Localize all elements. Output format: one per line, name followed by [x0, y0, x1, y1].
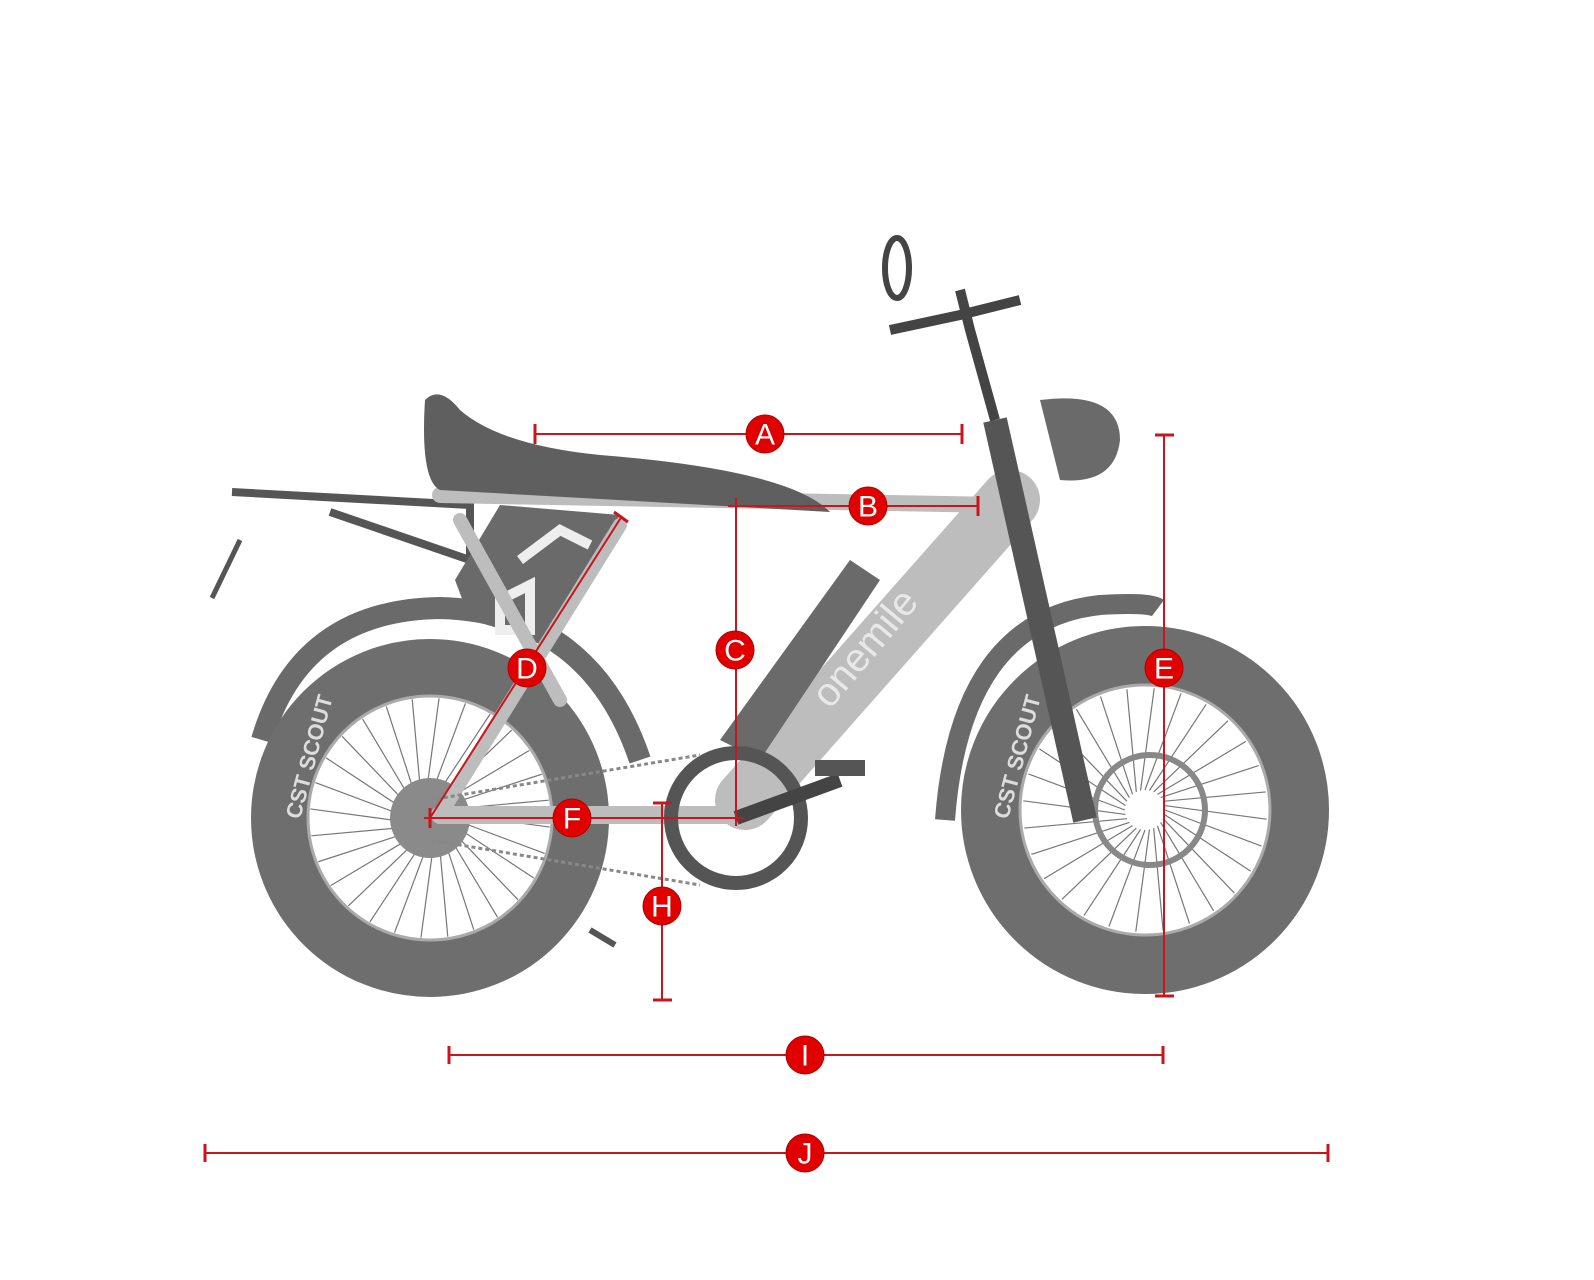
- chain: [429, 753, 701, 887]
- svg-text:I: I: [801, 1040, 809, 1073]
- mirror: [882, 235, 912, 301]
- pedal: [815, 760, 865, 776]
- spoke: [1164, 804, 1267, 820]
- down-tube: [715, 470, 1040, 830]
- spoke: [1157, 740, 1247, 795]
- hexagon-logo: [495, 524, 593, 635]
- dimension-j: J: [203, 1133, 1330, 1173]
- spoke: [1164, 813, 1251, 872]
- svg-text:D: D: [516, 653, 538, 686]
- spoke: [1139, 688, 1155, 791]
- rear-fender: [251, 596, 651, 764]
- dimension-d: D: [429, 510, 629, 819]
- dimension-lines: A B C D E F H: [203, 414, 1330, 1173]
- svg-text:E: E: [1154, 653, 1174, 686]
- spoke: [1061, 827, 1137, 900]
- crank-arm: [733, 773, 843, 825]
- dimension-e: E: [1144, 433, 1184, 998]
- label-j-badge: J: [785, 1133, 825, 1173]
- spoke: [1156, 825, 1191, 924]
- spoke: [1043, 825, 1133, 880]
- dimension-c: C: [715, 498, 755, 826]
- spoke: [1162, 818, 1235, 894]
- label-f-badge: F: [552, 798, 592, 838]
- spoke: [1108, 829, 1146, 927]
- label-h-badge: H: [642, 886, 682, 926]
- spoke: [1083, 829, 1142, 916]
- rear-rack: [231, 488, 474, 566]
- spoke: [1126, 689, 1137, 793]
- dimension-h: H: [642, 801, 682, 1002]
- spoke: [1099, 696, 1134, 795]
- headlight: [1040, 398, 1120, 481]
- license-plate-bracket: [209, 538, 243, 600]
- label-b-badge: B: [848, 486, 888, 526]
- svg-text:J: J: [798, 1138, 813, 1171]
- label-c-badge: C: [715, 630, 755, 670]
- dimension-b: B: [728, 486, 980, 526]
- spoke: [1031, 821, 1130, 856]
- spoke: [1024, 818, 1128, 829]
- svg-text:C: C: [724, 635, 746, 668]
- spoke: [1162, 791, 1266, 802]
- spoke: [1135, 829, 1151, 932]
- front-fork: [983, 417, 1097, 823]
- spoke: [1148, 704, 1207, 791]
- bike-illustration: CST SCOUT CST SCOUT onemile: [209, 235, 1329, 997]
- label-e-badge: E: [1144, 648, 1184, 688]
- spoke: [1164, 809, 1262, 847]
- label-d-badge: D: [507, 648, 547, 688]
- spoke: [1160, 764, 1259, 799]
- svg-text:H: H: [651, 891, 673, 924]
- label-i-badge: I: [785, 1035, 825, 1075]
- handlebar: [888, 288, 1022, 422]
- front-wheel: CST SCOUT: [961, 626, 1329, 994]
- dimension-f: F: [424, 798, 744, 838]
- battery: [720, 560, 880, 760]
- spoke: [1153, 720, 1229, 793]
- svg-text:A: A: [755, 419, 775, 452]
- spoke: [1160, 822, 1215, 912]
- dimension-i: I: [447, 1035, 1165, 1075]
- spoke: [1075, 708, 1130, 798]
- spoke: [1153, 827, 1164, 931]
- svg-text:F: F: [563, 803, 581, 836]
- label-a-badge: A: [745, 414, 785, 454]
- dimension-a: A: [533, 414, 964, 454]
- seat: [424, 394, 830, 512]
- svg-text:B: B: [858, 491, 878, 524]
- kickstand: [588, 927, 617, 948]
